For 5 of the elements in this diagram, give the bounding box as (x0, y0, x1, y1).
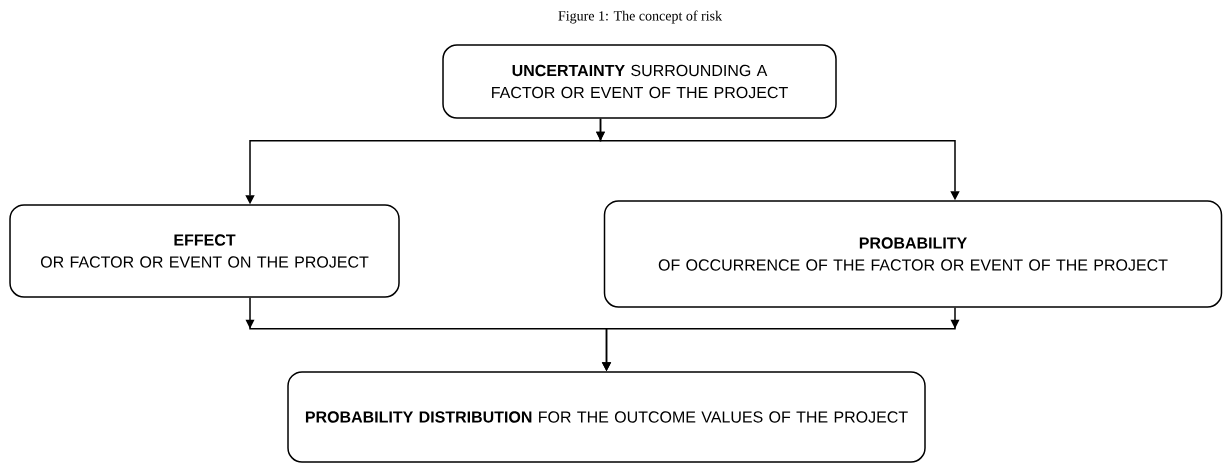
process-box: EFFECT OR FACTOR OR EVENT ON THE PROJECT (9, 204, 400, 298)
figure-title: Figure 1: The concept of risk (558, 10, 723, 24)
process-box: PROBABILITY OF OCCURRENCE OF THE FACTOR OR EVENT OF THE PROJECT (603, 200, 1223, 308)
process-box: PROBABILITY DISTRIBUTION FOR THE OUTCOME VALUES OF THE PROJECT (287, 371, 926, 463)
process-box: UNCERTAINTY SURROUNDING A FACTOR OR EVENT OF THE PROJECT (442, 44, 837, 119)
